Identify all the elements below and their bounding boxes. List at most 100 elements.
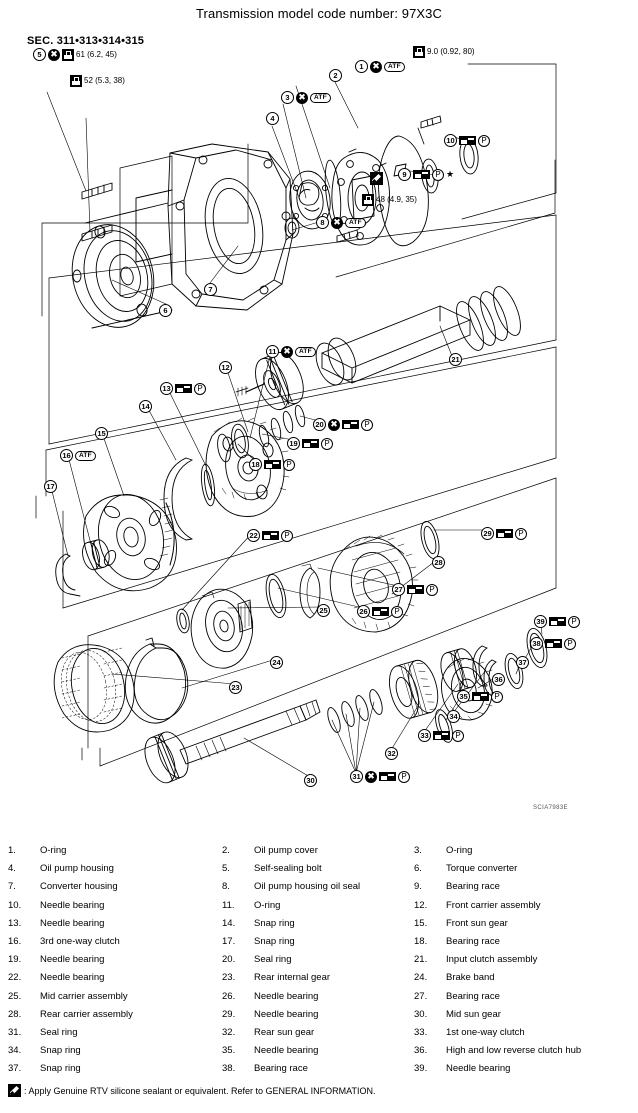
callout-number-10[interactable]: 10 [444,134,457,147]
grease-icon [379,772,396,781]
callout-35-group: 35 P [457,690,503,703]
callout-19-group: 19 P [287,437,333,450]
lubricate-icon: ✖ [296,91,308,104]
callout-number-29[interactable]: 29 [481,527,494,540]
callout-number-5[interactable]: 5 [33,48,46,61]
callout-37-group: 37 [516,656,529,669]
part-number: 38. [222,1063,236,1075]
parts-list-entry: 1.O-ring [0,845,222,863]
callout-3-group: 3✖ATF [281,91,331,104]
petroleum-jelly-icon: P [426,583,438,596]
callout-4-group: 4 [266,112,279,125]
callout-21-group: 21 [449,353,462,366]
parts-list-entry: 26.Needle bearing [222,991,414,1009]
callout-number-36[interactable]: 36 [492,673,505,686]
callout-number-31[interactable]: 31 [350,770,363,783]
callout-number-39[interactable]: 39 [534,615,547,628]
callout-number-21[interactable]: 21 [449,353,462,366]
part-number: 8. [222,881,230,893]
parts-list-entry: 2.Oil pump cover [222,845,414,863]
callout-number-1[interactable]: 1 [355,60,368,73]
callout-24-group: 24 [270,656,283,669]
parts-list-entry: 19.Needle bearing [0,954,222,972]
part-number: 17. [222,935,236,947]
callout-number-4[interactable]: 4 [266,112,279,125]
atf-icon: ATF [310,92,331,103]
part-number: 5. [222,863,230,875]
callout-number-18[interactable]: 18 [249,458,262,471]
callout-20-group: 20✖P [313,418,373,431]
callout-number-12[interactable]: 12 [219,361,232,374]
part-name: Rear carrier assembly [40,1008,133,1020]
callout-number-38[interactable]: 38 [530,637,543,650]
grease-icon [433,731,450,740]
petroleum-jelly-icon: P [321,437,333,450]
callout-number-8[interactable]: 8 [316,216,329,229]
torque-icon [70,74,82,87]
callout-number-3[interactable]: 3 [281,91,294,104]
callout-29-group: 29 P [481,527,527,540]
callout-28-group: 28 [432,556,445,569]
part-number: 10. [8,899,22,911]
lubricate-icon: ✖ [370,60,382,73]
lubricate-icon: ✖ [328,418,340,431]
callout-number-34[interactable]: 34 [447,710,460,723]
callout-number-11[interactable]: 11 [266,345,279,358]
part-number: 27. [414,990,428,1002]
parts-list-entry: 34.Snap ring [0,1045,222,1063]
callout-number-28[interactable]: 28 [432,556,445,569]
callout-number-15[interactable]: 15 [95,427,108,440]
parts-list-entry: 27.Bearing race [414,991,638,1009]
part-name: O-ring [254,899,281,911]
parts-list-entry: 33.1st one-way clutch [414,1027,638,1045]
callout-number-16[interactable]: 16 [60,449,73,462]
callout-number-19[interactable]: 19 [287,437,300,450]
callout-number-17[interactable]: 17 [44,480,57,493]
callout-number-32[interactable]: 32 [385,747,398,760]
callout-39-group: 39 P [534,615,580,628]
parts-list-entry: 15.Front sun gear [414,918,638,936]
callout-number-24[interactable]: 24 [270,656,283,669]
torque-annotation-2: 52 (5.3, 38) [70,74,125,87]
callout-number-14[interactable]: 14 [139,400,152,413]
grease-icon [302,439,319,448]
callout-36-group: 36 [492,673,505,686]
sealant-icon [8,1084,21,1097]
callout-number-2[interactable]: 2 [329,69,342,82]
callout-number-33[interactable]: 33 [418,729,431,742]
callout-number-37[interactable]: 37 [516,656,529,669]
callout-number-26[interactable]: 26 [357,605,370,618]
petroleum-jelly-icon: P [491,690,503,703]
callout-number-9[interactable]: 9 [398,168,411,181]
part-name: High and low reverse clutch hub [446,1045,582,1057]
petroleum-jelly-icon: P [515,527,527,540]
petroleum-jelly-icon: P [568,615,580,628]
parts-list-entry: 38.Bearing race [222,1063,414,1081]
callout-number-7[interactable]: 7 [204,283,217,296]
star-icon: ★ [446,169,455,179]
callout-number-22[interactable]: 22 [247,529,260,542]
callout-number-20[interactable]: 20 [313,418,326,431]
parts-list-entry: 20.Seal ring [222,954,414,972]
callout-number-27[interactable]: 27 [392,583,405,596]
parts-list-entry: 16.3rd one-way clutch [0,936,222,954]
part-name: Input clutch assembly [446,954,538,966]
parts-list-entry: 32.Rear sun gear [222,1027,414,1045]
callout-31-group: 31✖P [350,770,410,783]
callout-number-23[interactable]: 23 [229,681,242,694]
footnote: : Apply Genuine RTV silicone sealant or … [8,1084,375,1097]
torque-icon [362,193,374,206]
callout-27-group: 27 P [392,583,438,596]
part-number: 33. [414,1026,428,1038]
callout-number-13[interactable]: 13 [160,382,173,395]
callout-number-25[interactable]: 25 [317,604,330,617]
callout-number-6[interactable]: 6 [159,304,172,317]
callout-number-30[interactable]: 30 [304,774,317,787]
parts-list-entry: 37.Snap ring [0,1063,222,1081]
parts-list-entry: 24.Brake band [414,972,638,990]
callout-number-35[interactable]: 35 [457,690,470,703]
